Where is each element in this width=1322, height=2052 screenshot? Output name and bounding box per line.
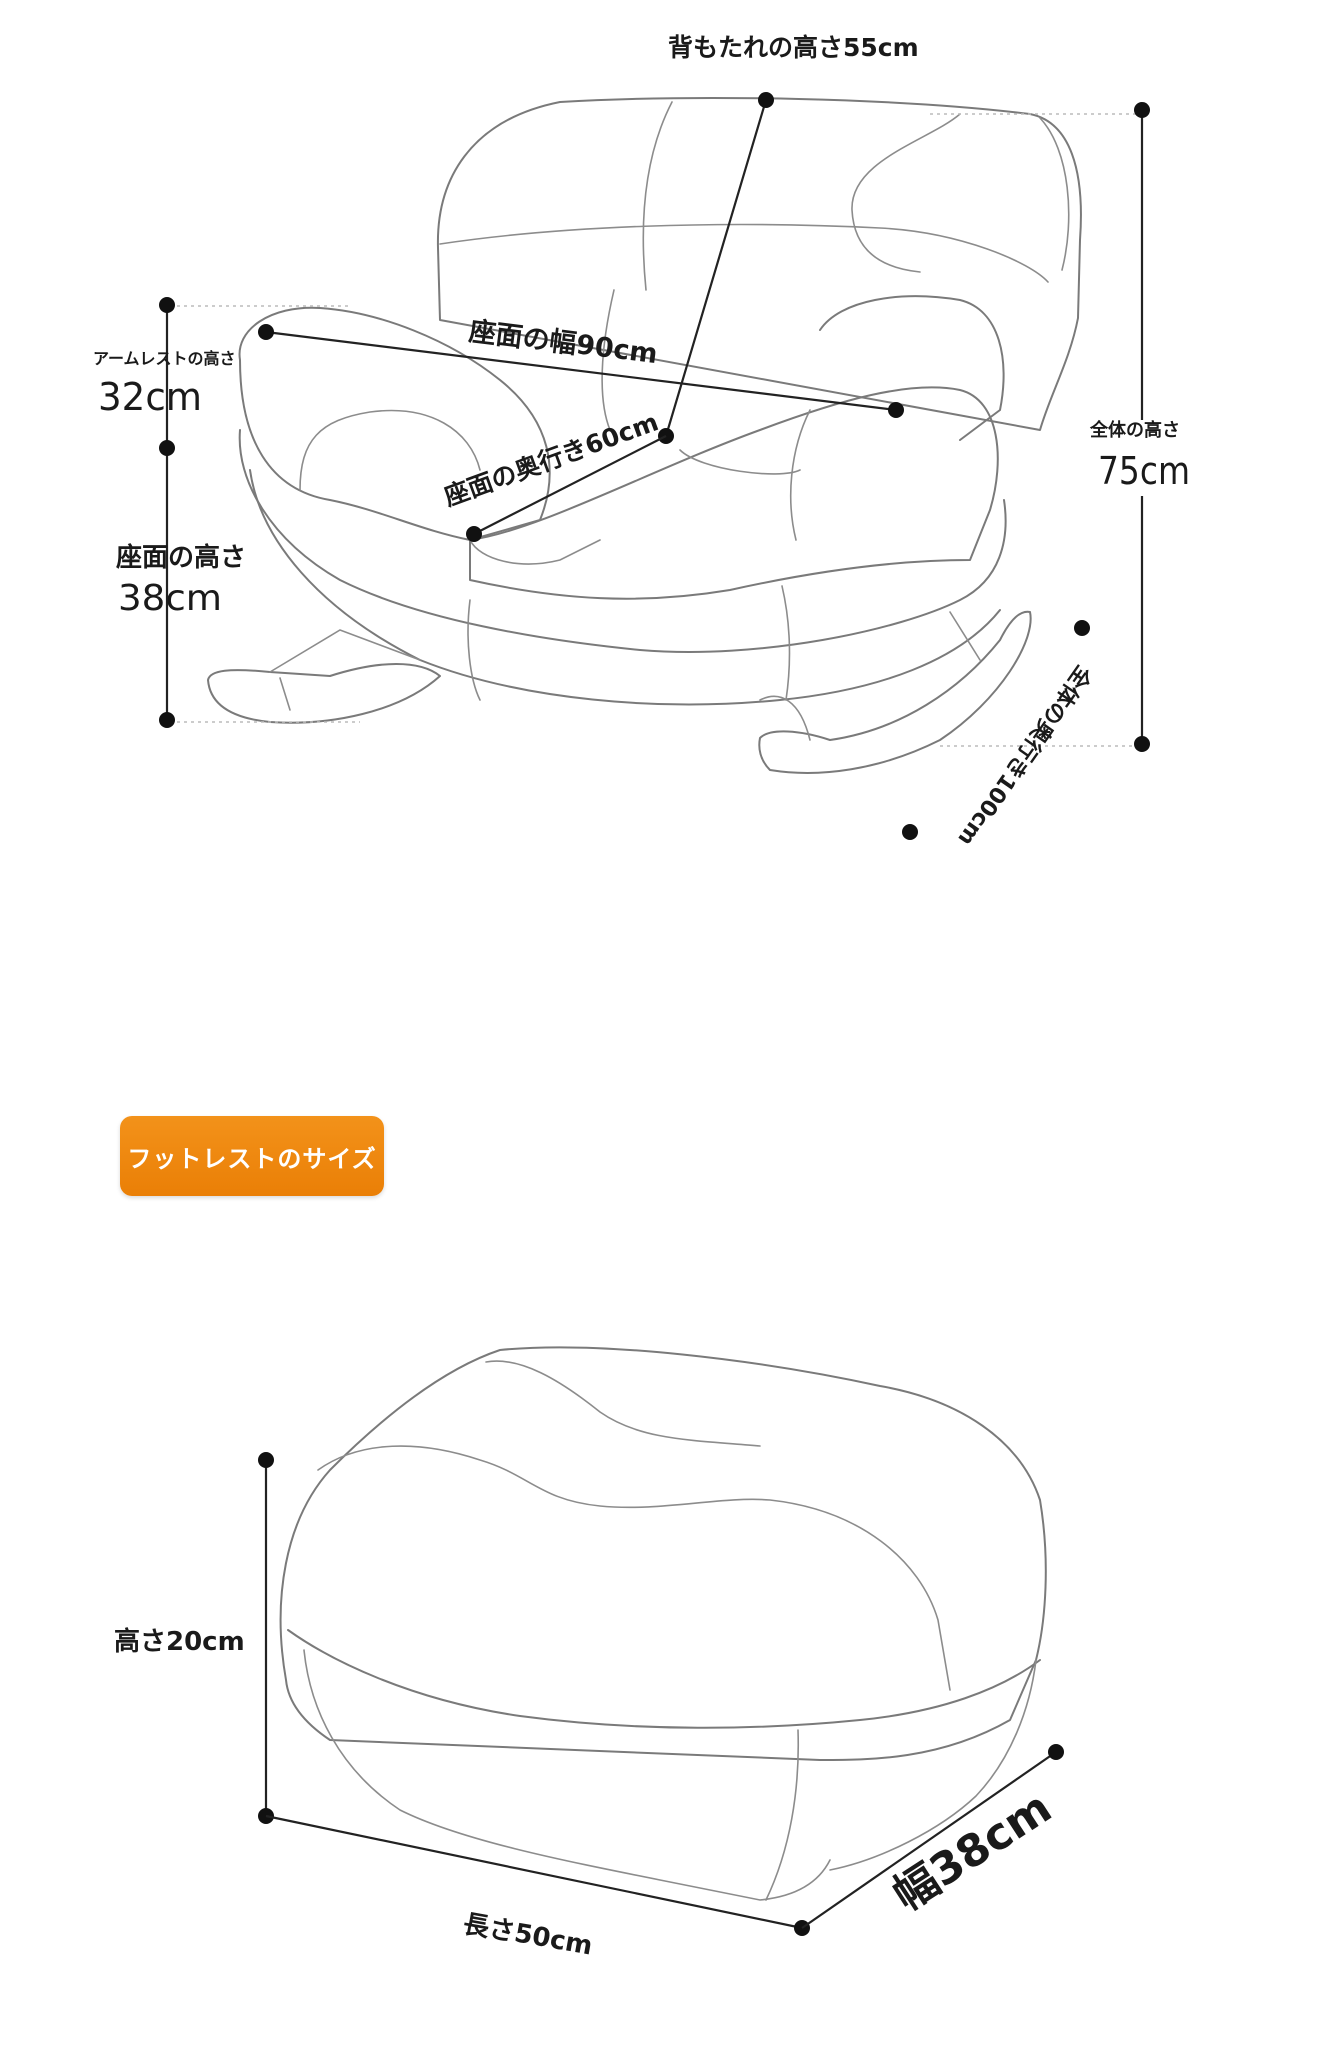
- footrest-dimension-guides: [258, 1452, 1064, 1936]
- total-height-top-dot: [1134, 102, 1150, 118]
- backrest-height-line: [664, 99, 768, 437]
- total-height-title: 全体の高さ: [1089, 419, 1180, 441]
- seat-width-left-dot: [258, 324, 274, 340]
- armrest-bottom-dot: [159, 440, 175, 456]
- footrest-size-badge: フットレストのサイズ: [120, 1116, 384, 1196]
- seat-bottom-dot: [159, 712, 175, 728]
- footrest-height-label: 高さ20cm: [114, 1626, 245, 1657]
- footrest-drawing: [279, 1346, 1047, 1901]
- backrest-height-label: 背もたれの高さ55cm: [668, 33, 919, 62]
- chair-dimension-guides: [159, 92, 1150, 840]
- footrest-height-top-dot: [258, 1452, 274, 1468]
- armrest-top-dot: [159, 297, 175, 313]
- seat-height-value: 38cm: [118, 578, 222, 619]
- armrest-height-title: アームレストの高さ: [93, 349, 236, 368]
- armrest-height-value: 32cm: [98, 375, 202, 419]
- seat-depth-line: [473, 435, 667, 535]
- total-height-value: 75cm: [1098, 449, 1190, 493]
- seat-height-title: 座面の高さ: [116, 542, 246, 573]
- total-depth-label: 全体の奥行き100cm: [952, 660, 1097, 851]
- seat-width-line: [265, 330, 897, 412]
- seat-width-label: 座面の幅90cm: [467, 315, 659, 370]
- footrest-length-label: 長さ50cm: [461, 1909, 595, 1961]
- total-height-bottom-dot: [1134, 736, 1150, 752]
- footrest-length-line: [265, 1814, 803, 1930]
- backrest-top-dot: [758, 92, 774, 108]
- seat-width-right-dot: [888, 402, 904, 418]
- rocking-chair-drawing: [207, 97, 1082, 774]
- total-depth-top-dot: [1074, 620, 1090, 636]
- seat-depth-front-dot: [466, 526, 482, 542]
- footrest-width-line: [801, 1751, 1057, 1929]
- footrest-width-end-dot: [1048, 1744, 1064, 1760]
- total-depth-bottom-dot: [902, 824, 918, 840]
- seat-depth-label: 座面の奥行き60cm: [440, 407, 662, 511]
- footrest-size-badge-label: フットレストのサイズ: [127, 1144, 377, 1173]
